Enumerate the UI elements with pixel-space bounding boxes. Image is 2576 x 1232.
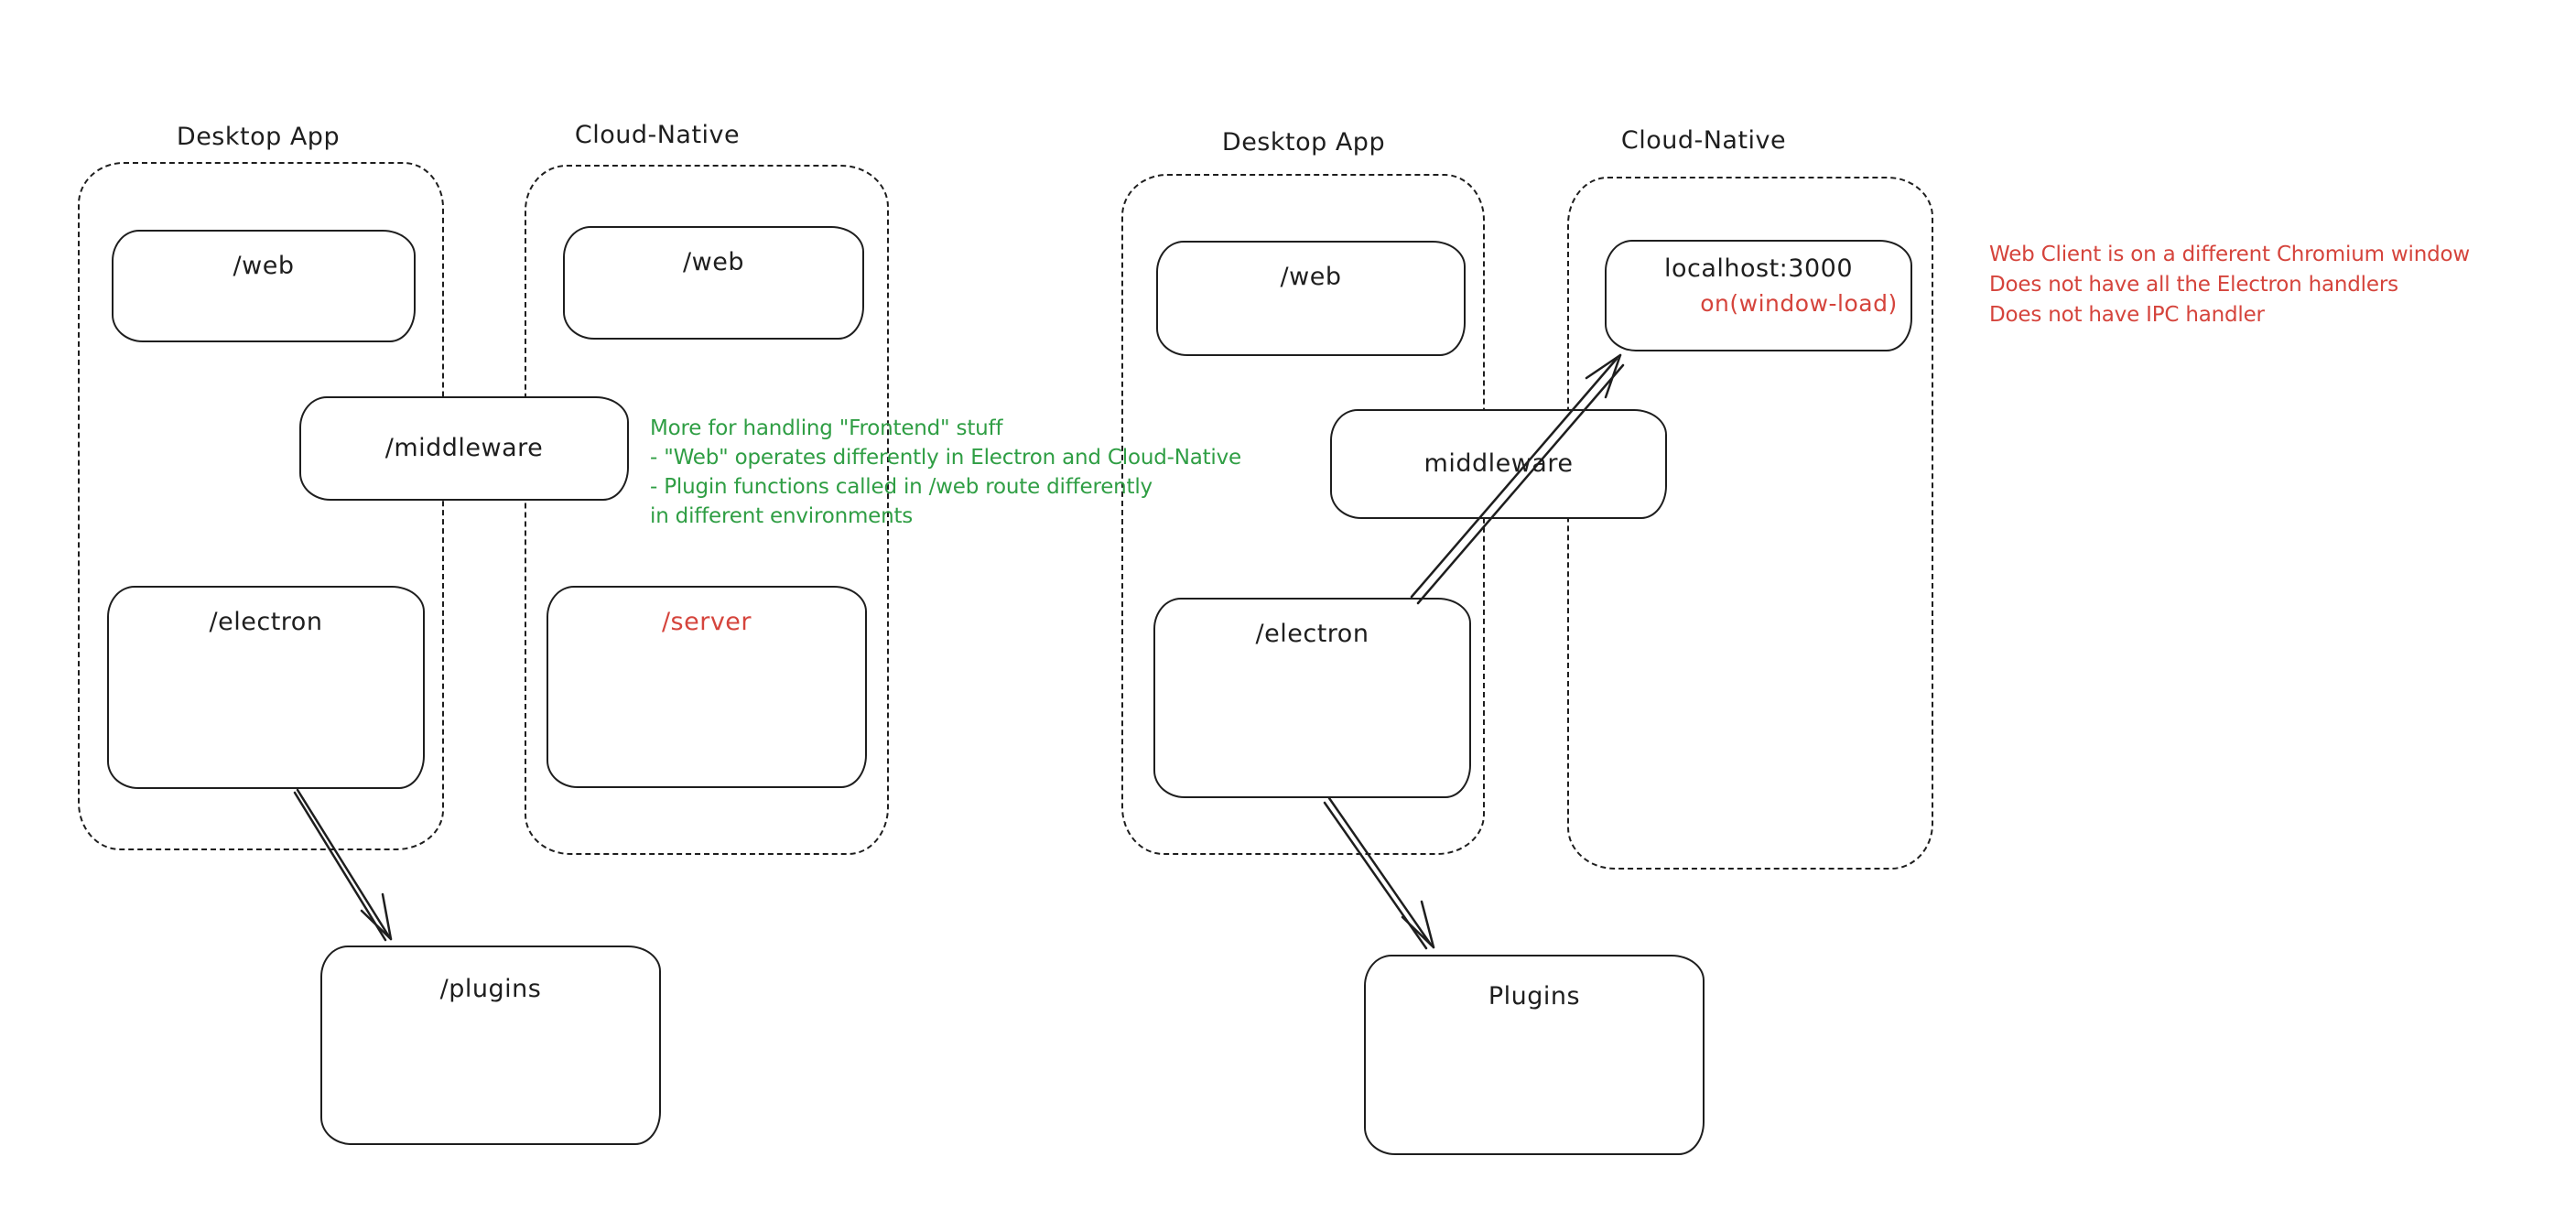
right-cloud-native-title: Cloud-Native: [1620, 126, 1787, 155]
left-middleware-label: /middleware: [384, 433, 544, 462]
right-on-window-load-label: on(window-load): [1700, 290, 1898, 317]
right-plugins-box: Plugins: [1364, 955, 1705, 1155]
left-web-desktop-box: /web: [112, 230, 416, 342]
green-annotation-line: More for handling "Frontend" stuff: [650, 416, 1003, 440]
right-plugins-label: Plugins: [1488, 982, 1581, 1010]
right-localhost-box: localhost:3000 on(window-load): [1605, 240, 1912, 351]
left-server-box: /server: [547, 586, 867, 788]
left-desktop-app-group: [78, 162, 444, 850]
left-electron-box: /electron: [107, 586, 425, 789]
green-annotation: More for handling "Frontend" stuff - "We…: [650, 414, 1241, 531]
right-desktop-app-title: Desktop App: [1221, 128, 1386, 157]
left-plugins-label: /plugins: [439, 975, 542, 1003]
right-web-label: /web: [1280, 263, 1342, 291]
left-web-desktop-label: /web: [233, 252, 295, 280]
green-annotation-line: in different environments: [650, 504, 914, 528]
red-annotation: Web Client is on a different Chromium wi…: [1989, 240, 2470, 330]
red-annotation-line: Does not have IPC handler: [1989, 303, 2265, 327]
right-middleware-label: middleware: [1423, 448, 1574, 478]
left-cloud-native-title: Cloud-Native: [574, 121, 741, 149]
green-annotation-line: - "Web" operates differently in Electron…: [650, 446, 1241, 470]
green-annotation-line: - Plugin functions called in /web route …: [650, 475, 1153, 499]
right-electron-box: /electron: [1153, 598, 1471, 798]
left-plugins-box: /plugins: [320, 946, 661, 1145]
right-web-box: /web: [1156, 241, 1466, 356]
left-middleware-box: /middleware: [299, 396, 629, 501]
left-server-label: /server: [661, 608, 752, 636]
left-web-cloud-box: /web: [563, 226, 864, 340]
left-cloud-native-group: [525, 165, 889, 855]
right-localhost-label: localhost:3000: [1663, 254, 1853, 283]
left-web-cloud-label: /web: [683, 248, 744, 276]
left-desktop-app-title: Desktop App: [176, 123, 341, 151]
right-middleware-box: middleware: [1330, 409, 1667, 519]
right-electron-label: /electron: [1255, 620, 1369, 648]
red-annotation-line: Web Client is on a different Chromium wi…: [1989, 243, 2470, 266]
red-annotation-line: Does not have all the Electron handlers: [1989, 273, 2398, 297]
left-electron-label: /electron: [209, 608, 323, 636]
